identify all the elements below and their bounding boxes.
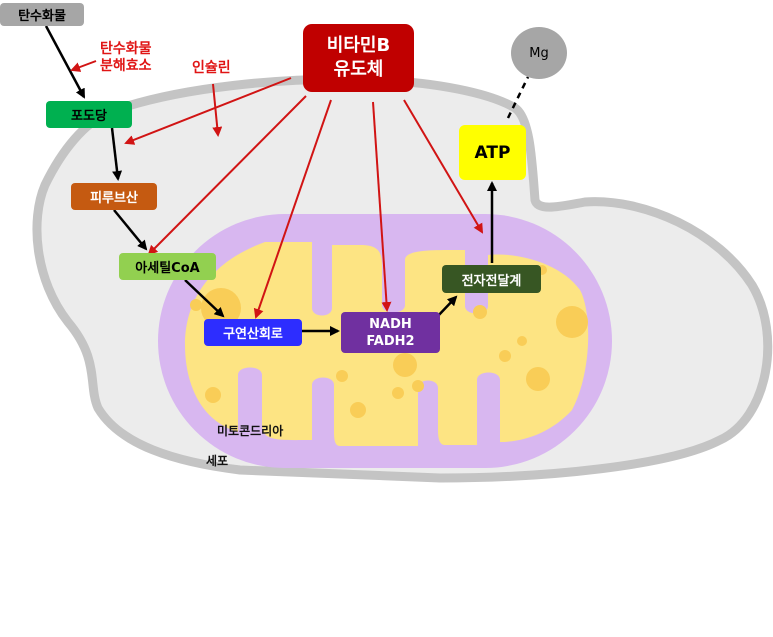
red-arrows — [70, 60, 484, 319]
atp-node: ATP — [459, 125, 526, 180]
pyruvate-node: 피루브산 — [71, 183, 157, 210]
acetyl-coa-node: 아세틸CoA — [119, 253, 216, 280]
insulin-label: 인슐린 — [192, 60, 231, 76]
vitamin-b-derivative-node: 비타민B 유도체 — [303, 24, 414, 92]
nadh-fadh2-node: NADH FADH2 — [341, 312, 440, 353]
carbohydrate-enzyme-label: 탄수화물 분해효소 — [100, 41, 152, 74]
glucose-node: 포도당 — [46, 101, 132, 128]
cell-label: 세포 — [206, 454, 229, 468]
mg-node: Mg — [511, 27, 567, 79]
electron-transport-chain-node: 전자전달계 — [442, 265, 541, 293]
mitochondria-label: 미토콘드리아 — [217, 424, 284, 438]
carbohydrate-node: 탄수화물 — [0, 3, 84, 26]
citric-acid-cycle-node: 구연산회로 — [204, 319, 302, 346]
